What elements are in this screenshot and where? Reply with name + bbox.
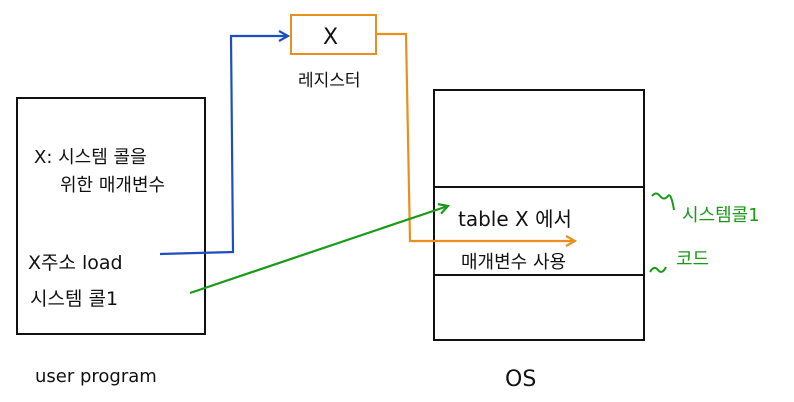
os-table-line: table X 에서: [458, 207, 572, 231]
blue-arrow-load-to-register: [159, 36, 288, 256]
user-note-line1: X: 시스템 콜을: [34, 147, 147, 168]
user-note-line2: 위한 매개변수: [60, 175, 165, 196]
os-box: [433, 89, 645, 341]
orange-arrow-register-to-os: [376, 32, 575, 241]
user-load-line: X주소 load: [28, 252, 123, 274]
register-label: 레지스터: [298, 71, 361, 91]
green-tilde-upper: [651, 192, 675, 211]
green-arrow-syscall-to-table: [189, 206, 448, 295]
user-program-caption: user program: [35, 366, 157, 387]
user-syscall-line: 시스템 콜1: [30, 288, 118, 310]
green-tilde-lower: [649, 266, 667, 273]
os-param-line: 매개변수 사용: [461, 252, 566, 273]
os-caption: OS: [505, 367, 536, 392]
user-program-box: [16, 97, 206, 335]
side-code-label: 코드: [676, 249, 709, 270]
side-syscall-label: 시스템콜1: [682, 205, 760, 226]
register-value: X: [323, 25, 338, 50]
